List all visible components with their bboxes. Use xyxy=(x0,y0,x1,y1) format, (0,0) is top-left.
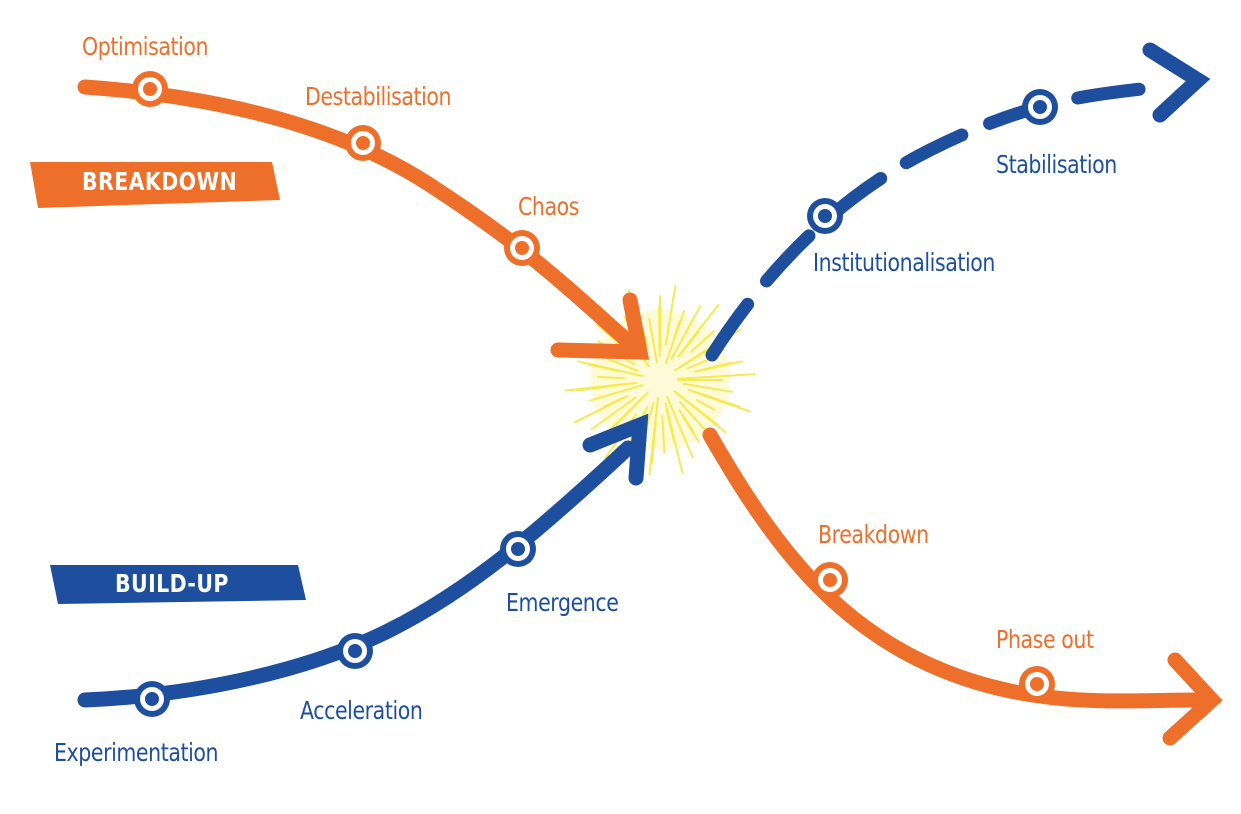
stage-label-institutionalisation: Institutionalisation xyxy=(813,248,996,277)
burst-ray xyxy=(564,382,632,392)
stage-label-experimentation: Experimentation xyxy=(54,738,219,767)
stage-marker-institutionalisation xyxy=(807,198,843,234)
buildup-banner-label: BUILD-UP xyxy=(115,569,229,598)
stage-marker-experimentation xyxy=(134,681,170,717)
breakdown-arrowhead xyxy=(550,292,650,360)
stage-label-emergence: Emergence xyxy=(506,588,619,617)
stage-label-optimisation: Optimisation xyxy=(82,32,209,61)
burst-ray xyxy=(695,399,716,411)
breakdown-banner-label: BREAKDOWN xyxy=(82,167,238,196)
stage-label-destabilisation: Destabilisation xyxy=(305,82,452,111)
stage-marker-optimisation xyxy=(132,71,168,107)
breakdown-banner-shape xyxy=(30,162,280,208)
burst-ray xyxy=(648,396,659,476)
burst-ray xyxy=(693,390,751,413)
stage-marker-emergence xyxy=(500,531,536,567)
burst-ray xyxy=(682,382,733,393)
burst-ray xyxy=(603,397,624,408)
institutionalisation-arrowhead xyxy=(1142,42,1211,123)
burst-ray xyxy=(665,408,675,442)
stage-label-chaos: Chaos xyxy=(518,192,580,221)
breakdown-curve xyxy=(77,79,640,353)
burst-ray xyxy=(648,317,658,364)
burst-ray xyxy=(681,330,700,353)
stage-marker-stabilisation xyxy=(1022,89,1058,125)
burst-ray xyxy=(677,373,756,380)
burst-ray xyxy=(677,394,727,434)
institutionalisation-curve xyxy=(705,81,1157,362)
stage-label-breakdown: Breakdown xyxy=(818,520,929,549)
stage-marker-chaos xyxy=(504,230,540,266)
buildup-arrowhead xyxy=(582,413,649,486)
burst-ray xyxy=(681,414,700,443)
phase-out-arrowhead xyxy=(1162,652,1223,746)
stage-label-stabilisation: Stabilisation xyxy=(996,150,1117,179)
burst-ray xyxy=(589,384,644,402)
stage-label-phase-out: Phase out xyxy=(996,625,1094,654)
burst-ray xyxy=(577,360,644,377)
burst-ray xyxy=(690,330,716,353)
burst-ray xyxy=(607,396,644,433)
phase-out-curve xyxy=(702,427,1203,709)
stage-marker-phase-out xyxy=(1019,666,1055,702)
burst-ray xyxy=(670,305,702,360)
stage-markers xyxy=(132,71,1058,717)
stage-marker-breakdown xyxy=(812,562,848,598)
burst-ray xyxy=(699,360,743,372)
buildup-banner-shape xyxy=(50,565,306,604)
burst-ray xyxy=(661,414,666,454)
burst-ray xyxy=(664,310,686,364)
burst-ray xyxy=(590,396,637,430)
stage-marker-acceleration xyxy=(337,633,373,669)
buildup-curve xyxy=(77,440,636,708)
stage-label-acceleration: Acceleration xyxy=(300,696,423,725)
stage-marker-destabilisation xyxy=(345,125,381,161)
burst-ray xyxy=(664,285,677,346)
burst-ray xyxy=(666,395,694,459)
burst-ray xyxy=(597,375,625,380)
